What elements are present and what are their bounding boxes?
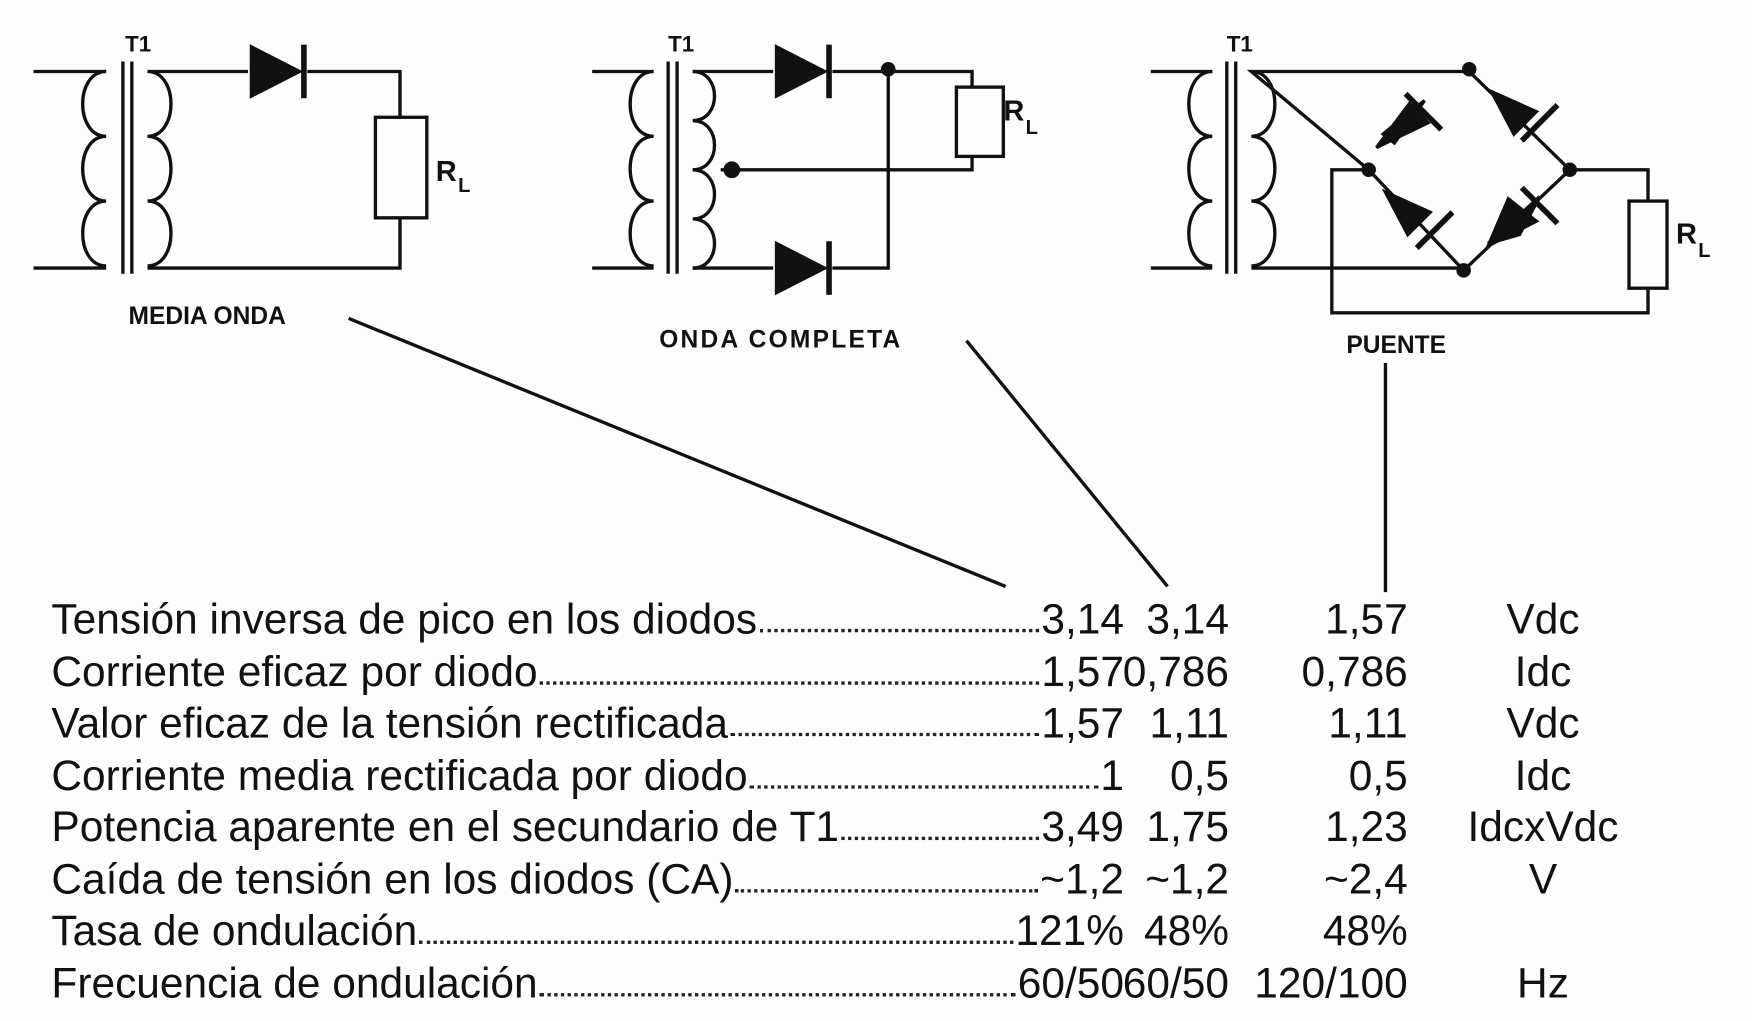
- full-wave-value: 1,75: [1146, 804, 1230, 852]
- dot-leader: [419, 906, 1014, 944]
- dot-leader: [539, 646, 1040, 685]
- svg-text:R: R: [436, 156, 457, 188]
- half-wave-value: 121%: [1015, 908, 1125, 956]
- svg-text:L: L: [1698, 240, 1710, 262]
- transformer-label: T1: [125, 31, 151, 56]
- dot-leader: [735, 854, 1038, 893]
- bridge-value: 120/100: [1254, 960, 1408, 1008]
- bridge-value: 1,57: [1325, 596, 1408, 644]
- pointer-line: [965, 339, 1169, 588]
- diode-icon: [1487, 88, 1560, 143]
- bridge-value: ~2,4: [1323, 856, 1408, 904]
- half-wave-value: 1: [1100, 752, 1125, 800]
- diode-icon: [774, 240, 832, 296]
- row-label: Tensión inversa de pico en los diodos: [51, 596, 758, 644]
- secondary-coil-icon: [145, 69, 173, 268]
- diode-icon: [1484, 185, 1560, 250]
- dot-leader: [730, 698, 1040, 737]
- full-wave-value: 0,786: [1122, 648, 1230, 696]
- primary-coil-icon: [81, 69, 108, 268]
- load-subscript: L: [458, 175, 470, 197]
- dot-leader: [539, 958, 1016, 996]
- transformer-label: T1: [1227, 31, 1253, 56]
- row-label-with-half-wave-value: Frecuencia de ondulación 60/50: [51, 958, 1124, 1009]
- bridge-value: 1,11: [1328, 700, 1408, 748]
- row-label-with-half-wave-value: Potencia aparente en el secundario de T1…: [51, 802, 1124, 853]
- caption-puente: PUENTE: [1346, 332, 1446, 359]
- bridge-circuit: T1 R L PUENTE: [1150, 31, 1711, 359]
- diode-icon: [1381, 188, 1455, 250]
- unit: V: [1528, 856, 1558, 904]
- row-label-with-half-wave-value: Corriente eficaz por diodo 1,57: [51, 646, 1124, 697]
- table-row: Tensión inversa de pico en los diodos 3,…: [51, 594, 1727, 646]
- table-row: Tasa de ondulación 121% 48% 48%: [51, 906, 1727, 958]
- row-label-with-half-wave-value: Tensión inversa de pico en los diodos 3,…: [51, 594, 1124, 645]
- full-wave-value: 60/50: [1122, 960, 1230, 1008]
- row-label-with-half-wave-value: Tasa de ondulación 121%: [51, 906, 1124, 957]
- unit: Hz: [1517, 960, 1569, 1008]
- half-wave-circuit: T1 R L MEDIA ONDA: [33, 31, 470, 330]
- dot-leader: [841, 802, 1040, 841]
- row-label: Tasa de ondulación: [51, 908, 418, 956]
- dot-leader: [759, 594, 1040, 633]
- table-row: Potencia aparente en el secundario de T1…: [51, 802, 1727, 854]
- svg-text:R: R: [1676, 219, 1697, 251]
- table-row: Frecuencia de ondulación 60/50 60/50 120…: [51, 958, 1727, 1010]
- full-wave-circuit: T1 R L ONDA COMPLETA: [592, 31, 1038, 353]
- row-label-with-half-wave-value: Caída de tensión en los diodos (CA) ~1,2: [51, 854, 1124, 905]
- full-wave-value: 3,14: [1146, 596, 1230, 644]
- caption-media-onda: MEDIA ONDA: [128, 303, 286, 330]
- half-wave-value: ~1,2: [1040, 856, 1125, 904]
- caption-onda-completa: ONDA COMPLETA: [659, 326, 902, 353]
- bridge-value: 0,786: [1301, 648, 1408, 696]
- half-wave-value: 60/50: [1017, 960, 1125, 1008]
- svg-text:L: L: [1026, 117, 1038, 139]
- load-resistor-icon: [373, 115, 429, 220]
- row-label: Frecuencia de ondulación: [51, 960, 538, 1008]
- row-label: Caída de tensión en los diodos (CA): [51, 856, 734, 904]
- bridge-value: 0,5: [1348, 752, 1408, 800]
- full-wave-value: ~1,2: [1145, 856, 1230, 904]
- unit: IdcxVdc: [1467, 804, 1619, 852]
- row-label: Corriente eficaz por diodo: [51, 648, 538, 696]
- load-resistor-icon: [954, 85, 1006, 159]
- unit: Vdc: [1506, 596, 1580, 644]
- table-row: Caída de tensión en los diodos (CA) ~1,2…: [51, 854, 1727, 906]
- full-wave-value: 0,5: [1170, 752, 1230, 800]
- unit: Idc: [1514, 752, 1572, 800]
- row-label: Valor eficaz de la tensión rectificada: [51, 700, 728, 748]
- full-wave-value: 1,11: [1149, 700, 1230, 748]
- transformer-label: T1: [668, 31, 694, 56]
- unit: Idc: [1514, 648, 1572, 696]
- half-wave-value: 3,14: [1041, 596, 1125, 644]
- diode-icon: [1375, 91, 1444, 149]
- half-wave-value: 3,49: [1041, 804, 1125, 852]
- row-label: Corriente media rectificada por diodo: [51, 752, 748, 800]
- bridge-value: 48%: [1322, 908, 1408, 956]
- row-label-with-half-wave-value: Valor eficaz de la tensión rectificada 1…: [51, 698, 1124, 749]
- svg-text:R: R: [1003, 96, 1024, 128]
- row-label-with-half-wave-value: Corriente media rectificada por diodo 1: [51, 750, 1124, 801]
- half-wave-value: 1,57: [1041, 700, 1125, 748]
- load-resistor-icon: [1627, 199, 1669, 290]
- half-wave-value: 1,57: [1041, 648, 1125, 696]
- table-row: Corriente eficaz por diodo 1,57 0,786 0,…: [51, 646, 1727, 698]
- table-row: Corriente media rectificada por diodo 1 …: [51, 750, 1727, 802]
- unit: Vdc: [1506, 700, 1580, 748]
- row-label: Potencia aparente en el secundario de T1: [51, 804, 840, 852]
- table-row: Valor eficaz de la tensión rectificada 1…: [51, 698, 1727, 750]
- diode-icon: [249, 44, 307, 99]
- diode-icon: [774, 44, 832, 99]
- bridge-value: 1,23: [1325, 804, 1408, 852]
- dot-leader: [749, 750, 1099, 789]
- pointer-line: [347, 316, 1007, 589]
- rectifier-comparison-table: Tensión inversa de pico en los diodos 3,…: [51, 594, 1727, 1010]
- full-wave-value: 48%: [1144, 908, 1230, 956]
